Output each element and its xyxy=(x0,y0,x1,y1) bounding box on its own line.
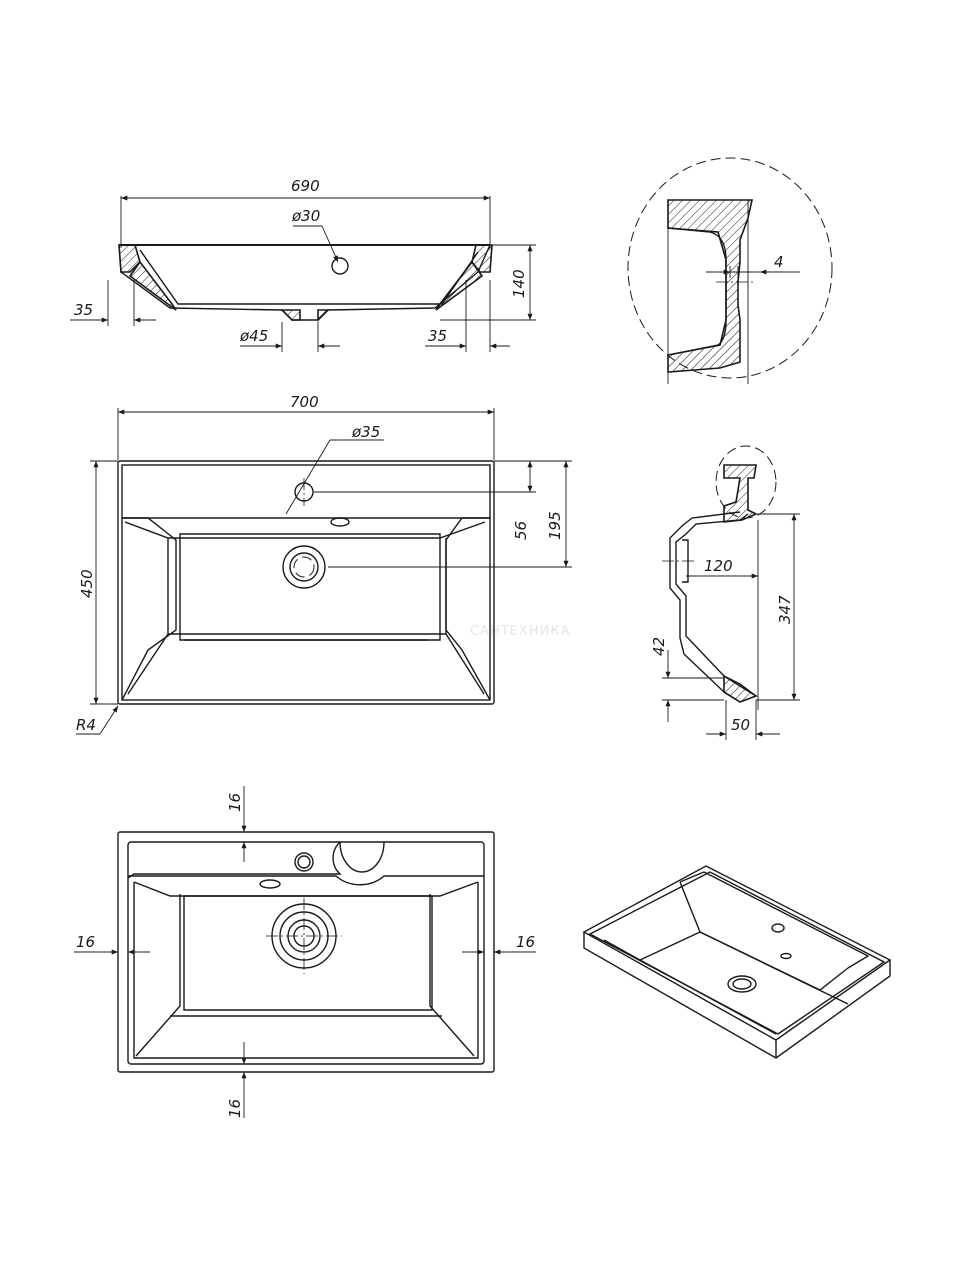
side-foot-label: 50 xyxy=(731,716,750,734)
plan-hole-label: ø35 xyxy=(351,423,380,441)
detail-thickness-label: 4 xyxy=(774,253,784,271)
overflow-hole xyxy=(331,257,349,275)
side-height-label: 347 xyxy=(776,595,794,624)
plan-outline xyxy=(117,460,495,705)
top-height-label: 140 xyxy=(510,269,528,298)
top-drain-label: ø45 xyxy=(239,327,268,345)
bottom-bottom-label: 16 xyxy=(226,1099,244,1118)
top-left-rim-label: 35 xyxy=(74,301,93,319)
side-bottom-label: 42 xyxy=(650,637,668,656)
side-overflow-label: 120 xyxy=(704,557,733,575)
bottom-right-label: 16 xyxy=(516,933,535,951)
side-section-view: 120 347 42 50 xyxy=(650,445,800,740)
bottom-left-label: 16 xyxy=(76,933,95,951)
top-section-view: 690 ø30 140 35 ø45 xyxy=(70,177,536,352)
plan-radius-label: R4 xyxy=(76,716,96,734)
watermark-text: САНТЕХНИКА xyxy=(470,624,570,639)
plan-view: 700 ø35 56 195 450 xyxy=(76,393,572,735)
top-width-label: 690 xyxy=(291,177,320,195)
top-hole-label: ø30 xyxy=(291,207,320,225)
isometric-view xyxy=(582,865,892,1059)
bottom-view: 16 16 16 16 xyxy=(74,786,536,1118)
plan-drain-outer xyxy=(282,545,326,589)
top-right-rim-label: 35 xyxy=(428,327,447,345)
detail-view: 4 xyxy=(627,157,833,384)
bottom-top-label: 16 xyxy=(226,793,244,812)
plan-drain-offset-label: 195 xyxy=(546,511,564,540)
left-rim-hatch xyxy=(118,244,141,273)
plan-width-label: 700 xyxy=(290,393,319,411)
side-detail-hatch xyxy=(723,464,758,523)
detail-hatch xyxy=(667,199,753,373)
plan-hole-offset-label: 56 xyxy=(512,521,530,540)
right-rim-hatch xyxy=(471,244,493,273)
plan-depth-label: 450 xyxy=(78,569,96,598)
